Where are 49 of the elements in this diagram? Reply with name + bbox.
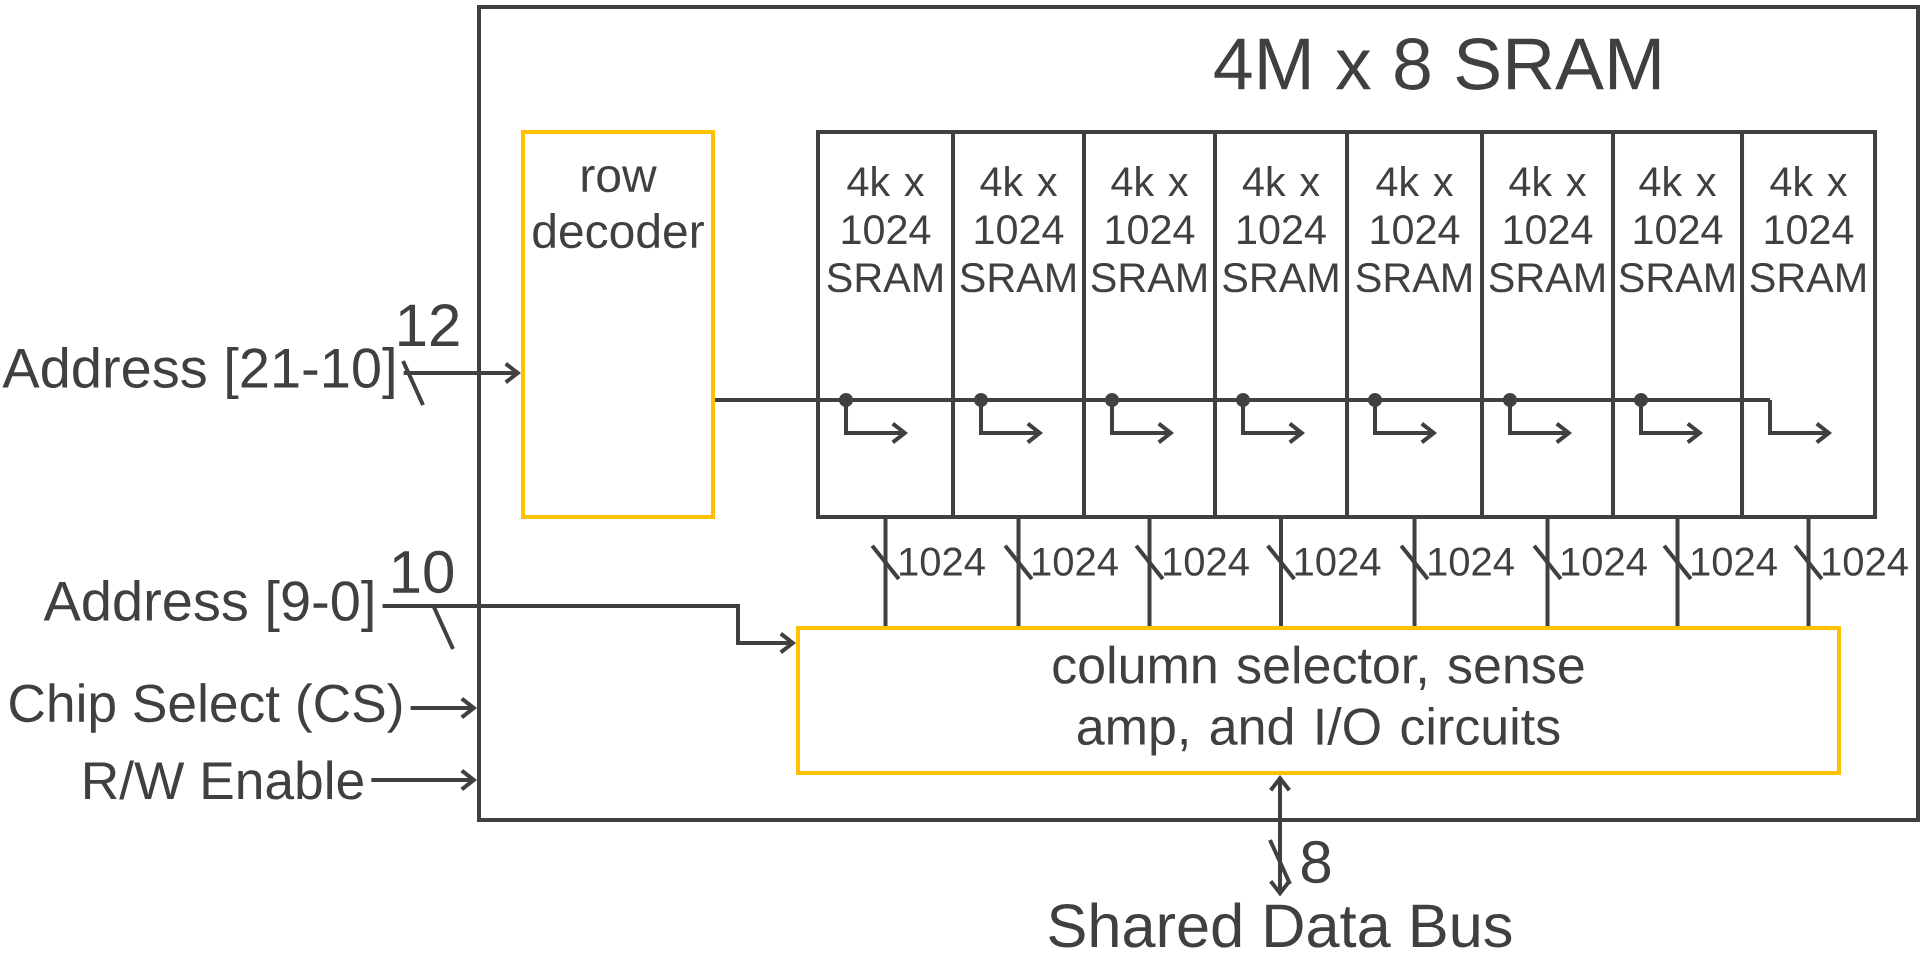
bus-line bbox=[1266, 519, 1296, 626]
signal-label: Address [9-0] bbox=[43, 579, 373, 633]
memory-block: 4k x 1024 SRAM bbox=[951, 130, 1086, 519]
tap-arrow bbox=[1634, 393, 1703, 444]
memory-block: 4k x 1024 SRAM bbox=[1480, 130, 1615, 519]
bus-arrow bbox=[401, 360, 521, 406]
tap-arrow bbox=[1368, 393, 1437, 444]
bus-width-label: 1024 bbox=[900, 547, 985, 576]
chip-title: 4M x 8 SRAM bbox=[1214, 38, 1660, 90]
tap-arrow bbox=[1768, 400, 1833, 444]
memory-block: 4k x 1024 SRAM bbox=[1611, 130, 1744, 519]
decoder-box: row decoder bbox=[521, 130, 715, 519]
memory-block: 4k x 1024 SRAM bbox=[1345, 130, 1484, 519]
bus-line bbox=[1134, 519, 1165, 626]
tap-arrow bbox=[1503, 393, 1572, 444]
bus-arrow bbox=[382, 604, 796, 654]
arrow bbox=[410, 697, 477, 719]
tap-arrow bbox=[1105, 393, 1174, 444]
bus-width-label: 8 bbox=[1301, 840, 1331, 884]
memory-block: 4k x 1024 SRAM bbox=[1082, 130, 1217, 519]
arrow bbox=[371, 769, 477, 791]
signal-label: Address [21-10] bbox=[2, 346, 394, 400]
bus-arrow bbox=[1268, 775, 1292, 897]
bus-width-label: 12 bbox=[399, 304, 459, 346]
bus-line bbox=[1532, 519, 1563, 626]
bus-width-label: 1024 bbox=[1033, 547, 1118, 576]
bus-line bbox=[1003, 519, 1034, 626]
tap-arrow bbox=[839, 393, 908, 444]
bus-label: Shared Data Bus bbox=[1049, 902, 1512, 948]
memory-block: 4k x 1024 SRAM bbox=[1213, 130, 1349, 519]
circuit-box: column selector, sense amp, and I/O circuits bbox=[796, 626, 1841, 775]
memory-block: 4k x 1024 SRAM bbox=[1740, 130, 1877, 519]
bus-width-label: 1024 bbox=[1823, 547, 1908, 576]
bus-width-label: 1024 bbox=[1429, 547, 1514, 576]
signal-label: R/W Enable bbox=[85, 760, 363, 800]
bus-line bbox=[870, 519, 901, 626]
signal-label: Chip Select (CS) bbox=[10, 683, 402, 733]
bus-width-label: 10 bbox=[393, 550, 454, 594]
bus-trunk bbox=[715, 398, 1770, 402]
bus-line bbox=[1793, 519, 1824, 626]
bus-width-label: 1024 bbox=[1692, 547, 1777, 576]
tap-arrow bbox=[974, 393, 1043, 444]
tap-arrow bbox=[1236, 393, 1305, 444]
bus-line bbox=[1399, 519, 1430, 626]
bus-width-label: 1024 bbox=[1164, 547, 1249, 576]
bus-line bbox=[1662, 519, 1693, 626]
bus-width-label: 1024 bbox=[1562, 547, 1647, 576]
memory-block: 4k x 1024 SRAM bbox=[816, 130, 955, 519]
bus-width-label: 1024 bbox=[1295, 547, 1381, 576]
